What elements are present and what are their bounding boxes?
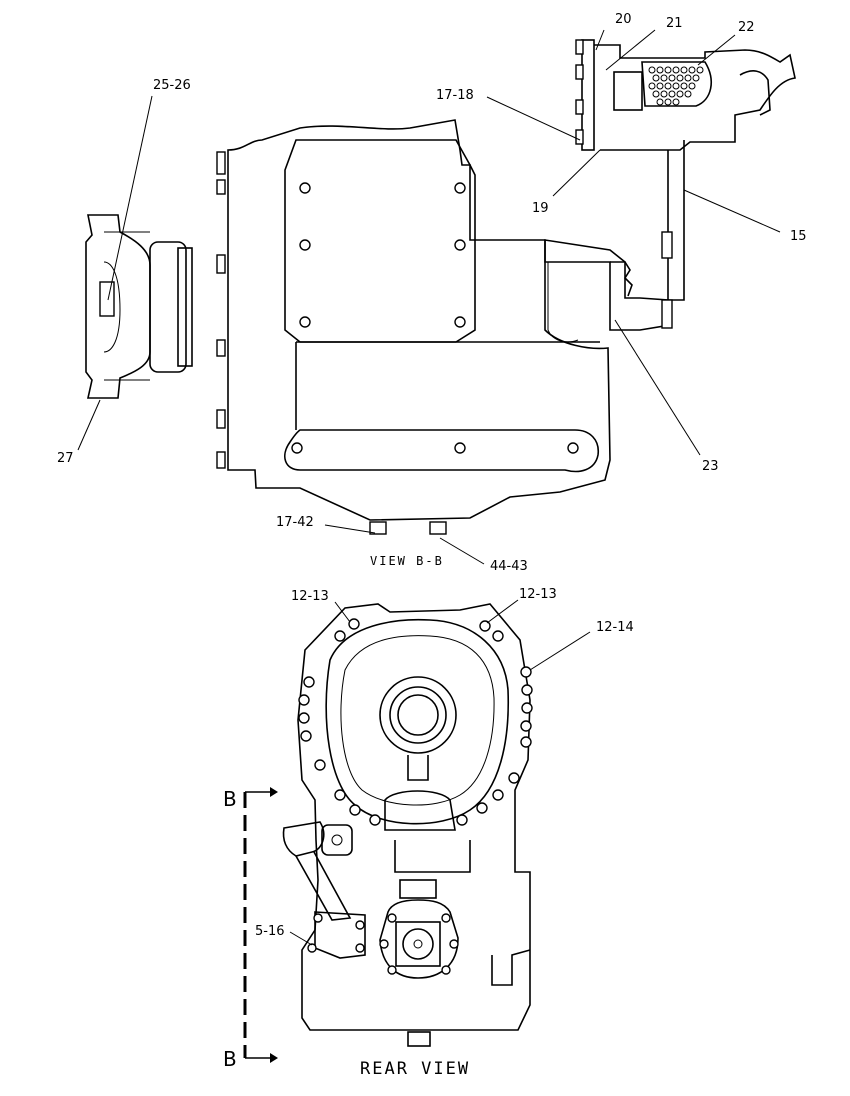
callout-20: 20: [615, 12, 632, 27]
callout-19: 19: [532, 201, 549, 216]
callout-25-26: 25-26: [153, 78, 191, 93]
cover-plate: [284, 139, 476, 343]
section-view-caption: VIEW B-B: [370, 554, 444, 568]
breather-assembly: [575, 39, 796, 151]
callout-27: 27: [57, 451, 74, 466]
callout-23: 23: [702, 459, 719, 474]
breather-tube: [282, 821, 366, 959]
callout-17-18: 17-18: [436, 88, 474, 103]
section-marker-bottom: B: [223, 1047, 237, 1071]
filter-element: [648, 66, 704, 106]
rear-yoke-flange: [379, 899, 459, 979]
callout-21: 21: [666, 16, 683, 31]
callout-5-16: 5-16: [255, 924, 285, 939]
housing-outline: [227, 119, 611, 521]
section-line: [243, 787, 278, 1063]
section-view: [77, 29, 796, 565]
bearing-cage-ring: [325, 618, 510, 825]
lower-rail: [284, 429, 600, 473]
output-hub: [379, 676, 457, 754]
rear-view: [243, 599, 591, 1063]
tube-assembly: [544, 140, 685, 343]
callout-17-42: 17-42: [276, 515, 314, 530]
callout-44-43: 44-43: [490, 559, 528, 574]
rear-leader-lines: [289, 599, 591, 946]
callout-12-13-right: 12-13: [519, 587, 557, 602]
ring-bolts: [298, 618, 533, 826]
rear-housing: [297, 603, 531, 1031]
flange-bolts: [216, 151, 226, 469]
section-marker-top: B: [223, 787, 237, 811]
rear-drain-plug: [407, 1031, 431, 1047]
callout-15: 15: [790, 229, 807, 244]
output-yoke: [85, 214, 193, 399]
panel-bolt-holes: [291, 182, 579, 454]
callout-12-13-left: 12-13: [291, 589, 329, 604]
leader-lines: [77, 29, 781, 565]
rear-view-caption: REAR VIEW: [360, 1059, 470, 1079]
drain-plug: [429, 521, 447, 535]
callout-12-14: 12-14: [596, 620, 634, 635]
drain-plug: [369, 521, 387, 535]
callout-22: 22: [738, 20, 755, 35]
